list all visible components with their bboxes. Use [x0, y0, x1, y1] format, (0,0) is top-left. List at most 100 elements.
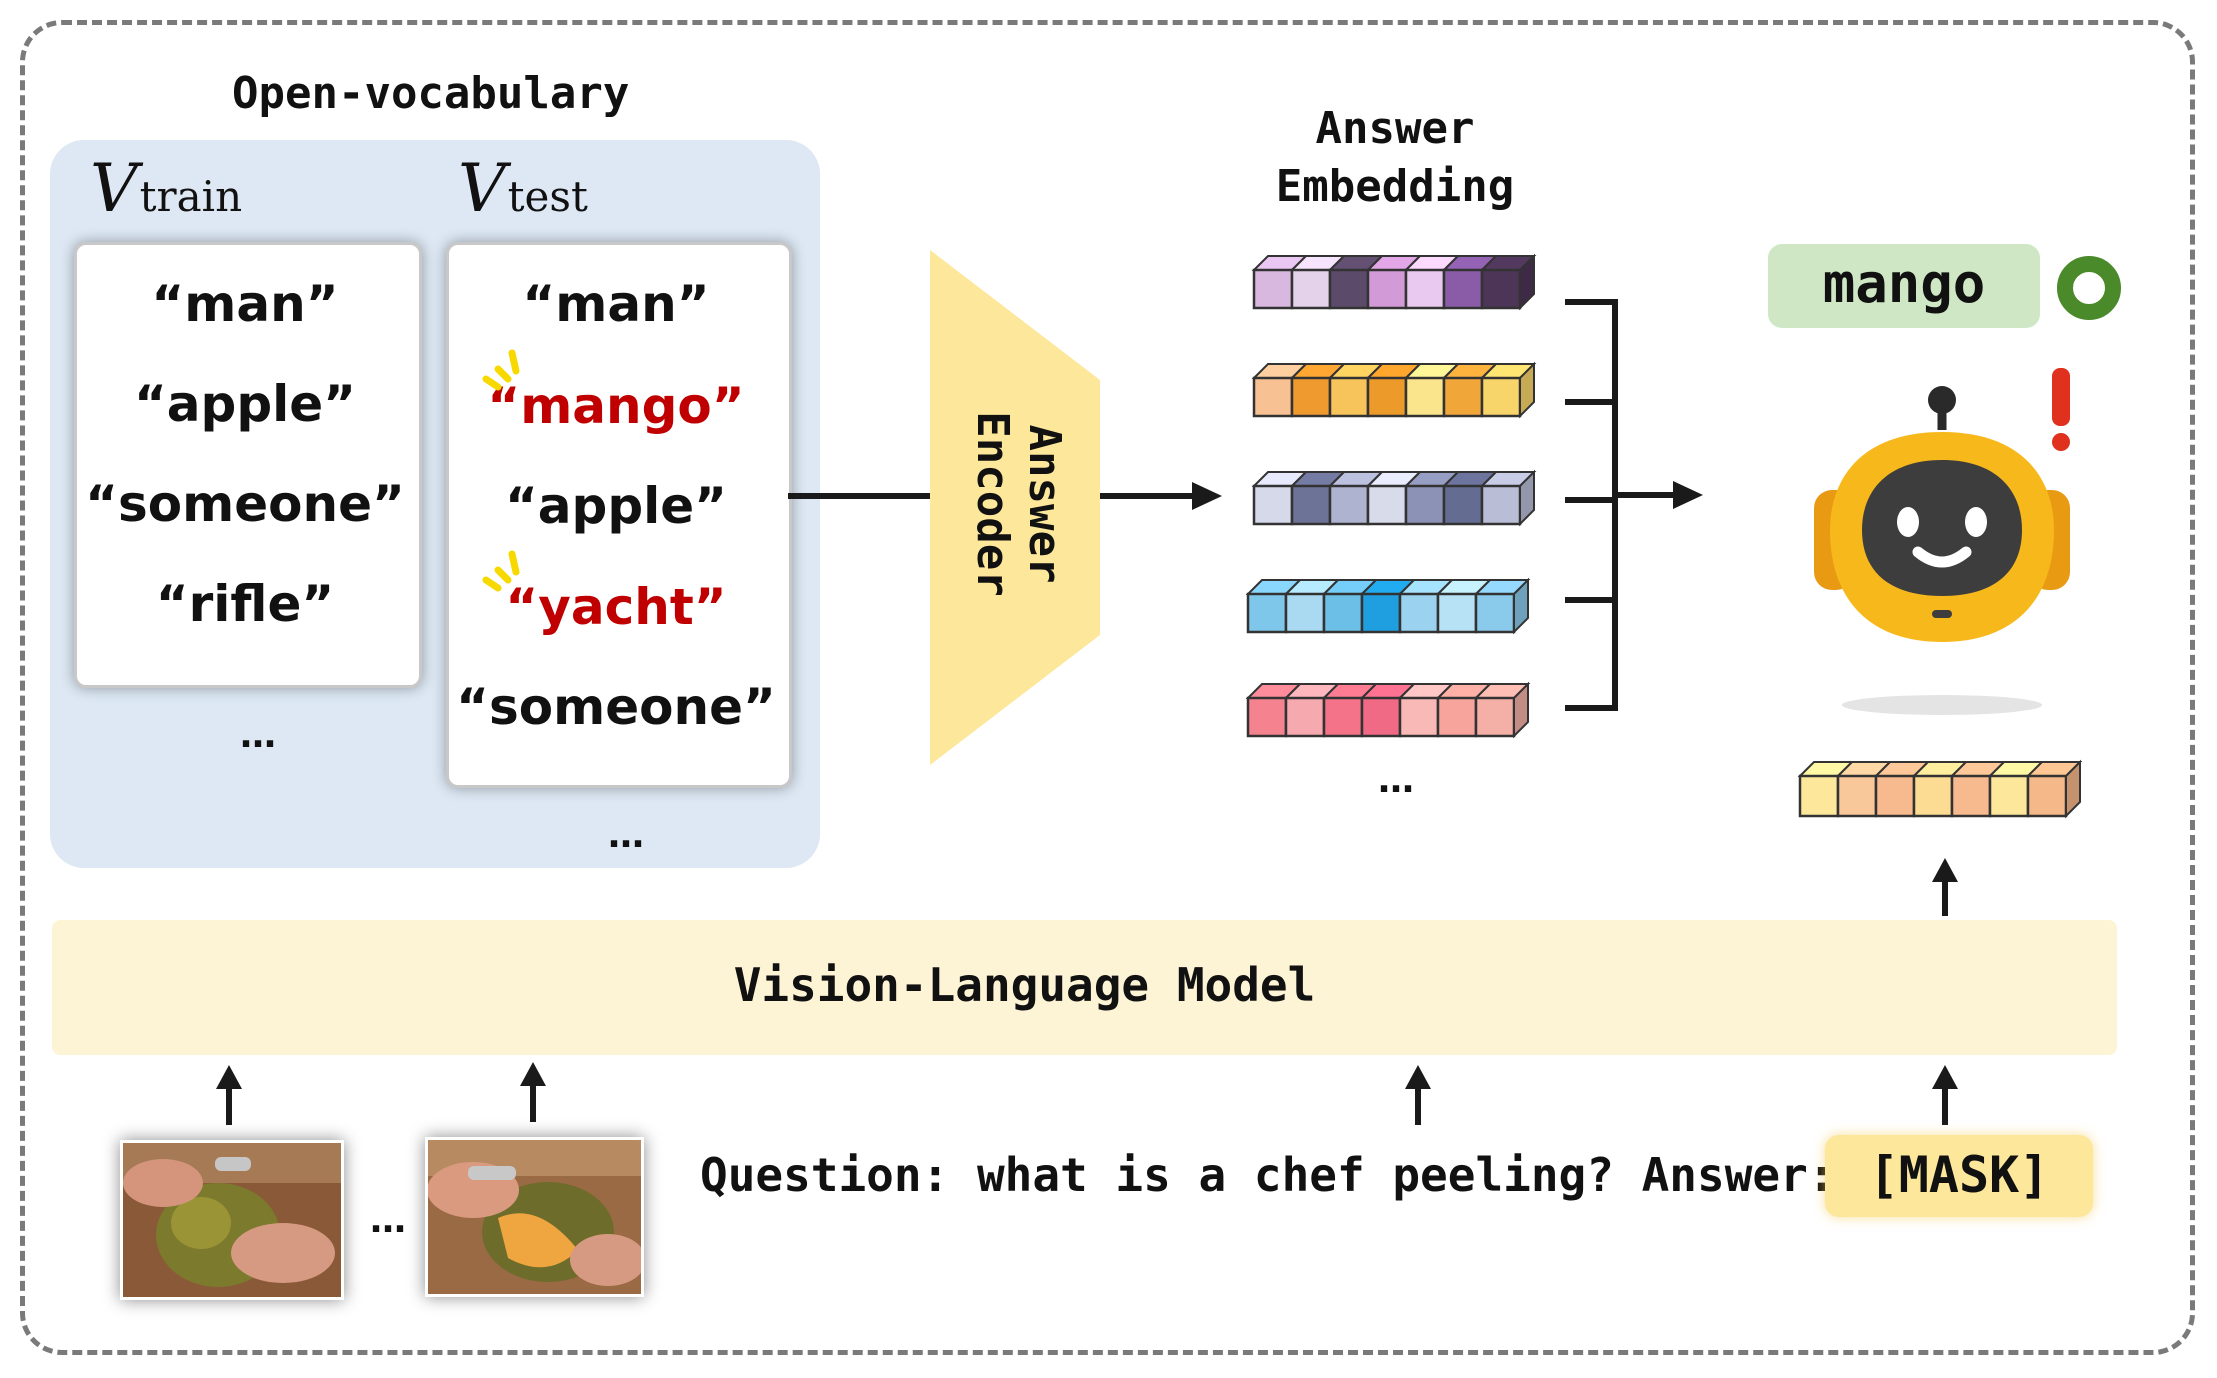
embedding-cell	[1474, 592, 1516, 634]
frames-ellipsis: …	[370, 1200, 406, 1241]
test-subscript: test	[507, 172, 588, 221]
embedding-bar-side	[1519, 253, 1535, 311]
video-frame-image	[428, 1140, 641, 1294]
test-word: “man”	[522, 275, 710, 333]
aggregation-bracket	[1565, 299, 1703, 711]
embedding-title: Answer Embedding	[1235, 100, 1555, 216]
embedding-bar-side	[1513, 681, 1529, 739]
embedding-cell	[1442, 484, 1484, 526]
encoder-label: Answer Encoder	[966, 394, 1070, 614]
robot-icon	[1814, 368, 2070, 715]
train-word: “man”	[151, 275, 339, 333]
open-vocab-title: Open-vocabulary	[232, 68, 630, 119]
embedding-cell	[1404, 484, 1446, 526]
embedding-cell	[1284, 592, 1326, 634]
encoder-label-line1: Answer	[1019, 424, 1070, 584]
test-word-new: “yacht”	[505, 578, 727, 636]
encoder-label-line2: Encoder	[967, 411, 1018, 597]
up-arrow-icon	[216, 1065, 242, 1125]
embedding-cell	[1950, 774, 1992, 818]
embedding-cell	[1284, 696, 1326, 738]
v-symbol: V	[90, 150, 138, 227]
train-subscript: train	[139, 172, 243, 221]
embedding-cell	[1366, 268, 1408, 310]
embedding-bar-side	[1519, 361, 1535, 419]
embedding-cell	[1912, 774, 1954, 818]
train-ellipsis: …	[240, 715, 276, 756]
test-ellipsis: …	[608, 815, 644, 856]
embedding-cell	[1480, 484, 1522, 526]
train-word: “rifle”	[155, 575, 335, 633]
embedding-ellipsis: …	[1378, 760, 1414, 801]
embedding-cell	[1290, 268, 1332, 310]
test-word: “someone”	[456, 678, 776, 736]
train-word: “someone”	[85, 475, 405, 533]
embedding-cell	[1988, 774, 2030, 818]
embedding-cell	[1290, 376, 1332, 418]
embedding-cell	[1436, 592, 1478, 634]
embedding-cell	[1360, 592, 1402, 634]
embedding-cell	[1252, 268, 1294, 310]
up-arrow-icon	[1932, 1065, 1958, 1125]
up-arrow-icon	[1405, 1065, 1431, 1125]
embedding-cell	[1328, 376, 1370, 418]
encoder-graphic	[788, 250, 1222, 765]
encoder-trapezoid	[930, 250, 1100, 765]
question-text: Question: what is a chef peeling? Answer…	[700, 1148, 1836, 1202]
arrow-head	[1192, 482, 1222, 510]
mask-embedding-bar	[1797, 759, 2083, 819]
outer-frame	[20, 20, 2195, 1355]
prediction-box	[1768, 244, 2040, 328]
v-test-label: Vtest	[458, 150, 588, 227]
embedding-cell	[1442, 268, 1484, 310]
embedding-cell	[1252, 484, 1294, 526]
embedding-cell	[1398, 592, 1440, 634]
embedding-bars	[1245, 253, 1537, 739]
embedding-cell	[2026, 774, 2068, 818]
embedding-vector	[1251, 361, 1537, 419]
video-frame-1	[120, 1140, 344, 1300]
arrow-head	[1673, 481, 1703, 509]
prediction-label: mango	[1822, 252, 1986, 315]
embedding-cell	[1442, 376, 1484, 418]
embedding-cell	[1366, 484, 1408, 526]
embedding-vector	[1251, 253, 1537, 311]
v-symbol: V	[458, 150, 506, 227]
embedding-cell	[1404, 376, 1446, 418]
embedding-cell	[1322, 592, 1364, 634]
video-frame-2	[425, 1137, 644, 1297]
embedding-cell	[1836, 774, 1878, 818]
embedding-cell	[1480, 376, 1522, 418]
embedding-cell	[1404, 268, 1446, 310]
embedding-cell	[1246, 592, 1288, 634]
up-arrow-icon	[1932, 858, 1958, 916]
test-word-new: “mango”	[487, 377, 745, 435]
embedding-cell	[1798, 774, 1840, 818]
embedding-cell	[1328, 484, 1370, 526]
embedding-cell	[1322, 696, 1364, 738]
sparkle-icon	[482, 349, 520, 391]
embedding-cell	[1246, 696, 1288, 738]
mask-embedding-vector	[1797, 759, 2083, 819]
train-word: “apple”	[133, 375, 357, 433]
embedding-cell	[1366, 376, 1408, 418]
embedding-cell	[1252, 376, 1294, 418]
vlm-block	[52, 920, 2117, 1055]
v-train-label: Vtrain	[90, 150, 242, 227]
embedding-title-line2: Embedding	[1275, 161, 1515, 212]
embedding-cell	[1480, 268, 1522, 310]
embedding-vector	[1245, 681, 1531, 739]
embedding-cell	[1874, 774, 1916, 818]
embedding-bar-side	[1519, 469, 1535, 527]
embedding-cell	[1436, 696, 1478, 738]
embedding-vector	[1245, 577, 1531, 635]
embedding-cell	[1290, 484, 1332, 526]
sparkle-icon	[482, 550, 520, 592]
embedding-cell	[1398, 696, 1440, 738]
embedding-title-line1: Answer	[1315, 103, 1475, 154]
embedding-cell	[1360, 696, 1402, 738]
video-frame-image	[123, 1143, 341, 1297]
embedding-cell	[1328, 268, 1370, 310]
embedding-cell	[1474, 696, 1516, 738]
vlm-label: Vision-Language Model	[733, 958, 1316, 1012]
